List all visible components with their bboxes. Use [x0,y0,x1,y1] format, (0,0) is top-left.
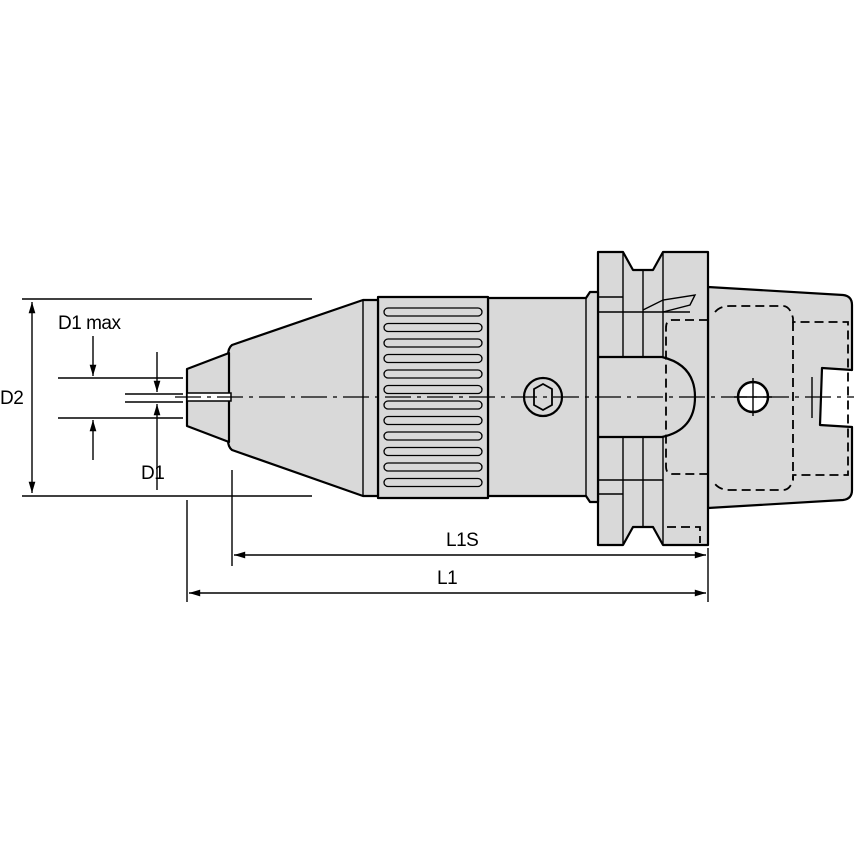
d1-max-label: D1 max [58,313,121,334]
knurl-groove [383,446,483,457]
cone-nut [226,298,380,498]
knurl-groove [383,462,483,472]
knurl-groove [383,431,483,441]
knurl-groove [383,477,483,488]
d2-label: D2 [0,388,24,409]
knurl-groove [383,353,483,364]
knurl-groove [383,322,483,333]
d1-label: D1 [141,463,165,484]
knurl-groove [383,338,483,348]
knurl-groove [383,307,483,317]
knurl-groove [383,400,483,410]
l1-label: L1 [437,568,458,589]
knurl-groove [383,384,483,395]
l1s-label: L1S [446,530,479,551]
knurl-groove [383,415,483,426]
knurl-groove [383,369,483,379]
knurl-grooves [383,307,483,488]
